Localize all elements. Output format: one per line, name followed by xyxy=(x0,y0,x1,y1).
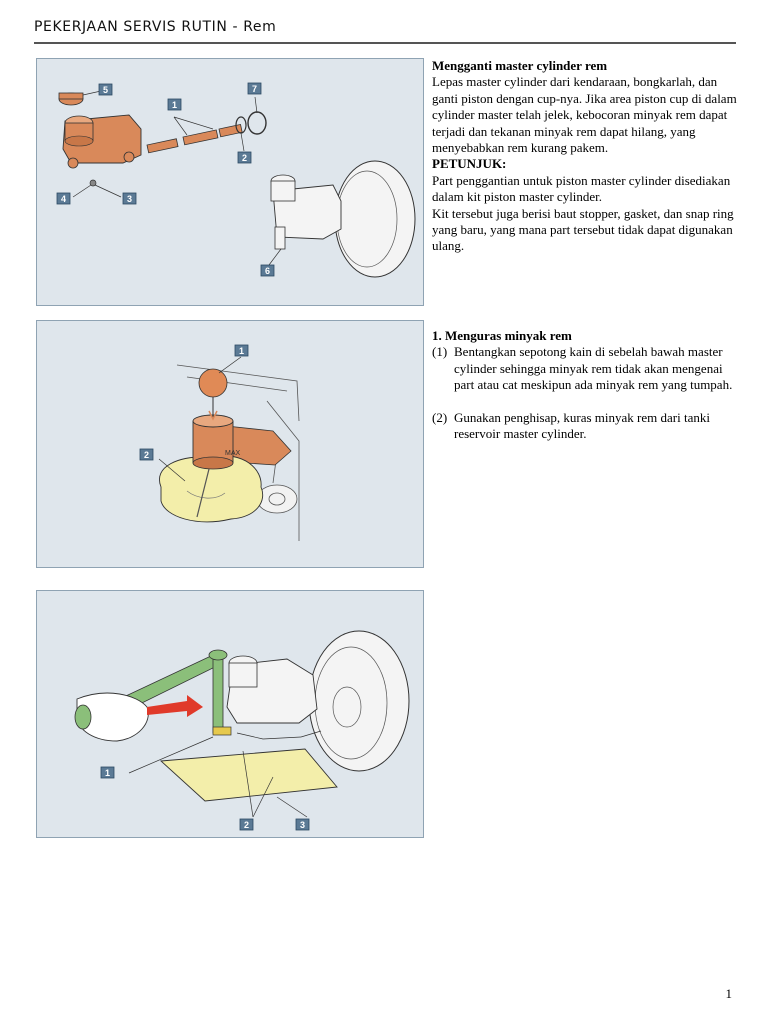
page-number: 1 xyxy=(725,986,733,1001)
step-item: (2) Gunakan penghisap, kuras minyak rem … xyxy=(432,410,742,443)
svg-text:1: 1 xyxy=(239,346,244,356)
note-heading: PETUNJUK: xyxy=(432,156,507,172)
callout-1: 1 xyxy=(167,98,182,111)
figure-drain-fluid: MAX 1 2 xyxy=(36,320,424,568)
svg-text:2: 2 xyxy=(144,450,149,460)
step-text: Bentangkan sepotong kain di sebelah bawa… xyxy=(454,344,733,393)
callout-4: 4 xyxy=(56,192,71,205)
header-divider xyxy=(34,42,736,44)
callout-2: 2 xyxy=(237,151,252,164)
figure-master-cylinder-parts: 5 1 7 2 4 3 6 xyxy=(36,58,424,306)
svg-text:3: 3 xyxy=(300,820,305,830)
section-body: Lepas master cylinder dari kendaraan, bo… xyxy=(432,74,737,156)
step-item: (1) Bentangkan sepotong kain di sebelah … xyxy=(432,344,742,393)
svg-text:6: 6 xyxy=(265,266,270,276)
page-header: PEKERJAAN SERVIS RUTIN - Rem xyxy=(34,18,734,36)
section-heading: Mengganti master cylinder rem xyxy=(432,58,608,73)
callout-3: 3 xyxy=(295,818,310,831)
callout-6: 6 xyxy=(260,264,275,277)
svg-text:2: 2 xyxy=(244,820,249,830)
section-heading: 1. Menguras minyak rem xyxy=(432,328,572,343)
step-text: Gunakan penghisap, kuras minyak rem dari… xyxy=(454,409,710,442)
callout-3: 3 xyxy=(122,192,137,205)
section-drain-brake-fluid: 1. Menguras minyak rem (1) Bentangkan se… xyxy=(432,328,742,442)
device-label: MAX xyxy=(225,450,241,457)
svg-text:7: 7 xyxy=(252,84,257,94)
svg-text:2: 2 xyxy=(242,153,247,163)
step-number: (2) xyxy=(432,409,448,425)
svg-text:4: 4 xyxy=(61,194,66,204)
figure-disconnect-master-cylinder: 1 2 3 xyxy=(36,590,424,838)
page-title: PEKERJAAN SERVIS RUTIN - Rem xyxy=(34,19,277,35)
svg-text:3: 3 xyxy=(127,194,132,204)
note-body-1: Part penggantian untuk piston master cyl… xyxy=(432,172,731,205)
callout-2: 2 xyxy=(139,448,154,461)
callout-5: 5 xyxy=(98,83,113,96)
callout-1: 1 xyxy=(234,344,249,357)
callout-7: 7 xyxy=(247,82,262,95)
callout-1: 1 xyxy=(100,766,115,779)
svg-text:1: 1 xyxy=(105,768,110,778)
callout-2: 2 xyxy=(239,818,254,831)
svg-text:1: 1 xyxy=(172,100,177,110)
note-body-2: Kit tersebut juga berisi baut stopper, g… xyxy=(432,205,734,254)
section-replace-master-cylinder: Mengganti master cylinder rem Lepas mast… xyxy=(432,58,742,255)
step-number: (1) xyxy=(432,344,448,360)
svg-text:5: 5 xyxy=(103,85,108,95)
